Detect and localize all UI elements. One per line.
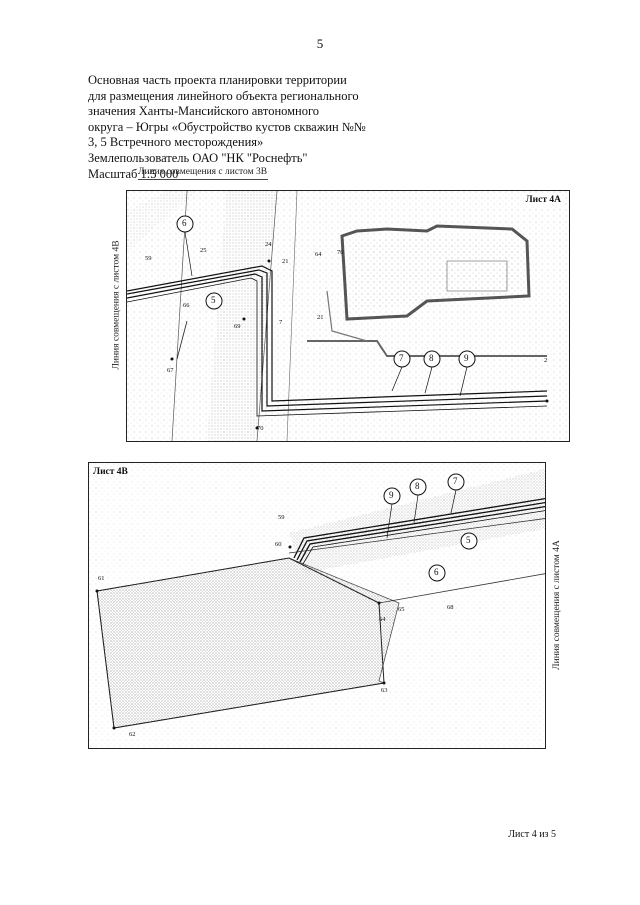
header-line: Масштаб 1:5 000 xyxy=(88,166,179,181)
point-label: 64 xyxy=(315,251,322,258)
point-label: 62 xyxy=(129,731,136,738)
point-label: 21 xyxy=(317,314,324,321)
point-label: 2 xyxy=(544,357,548,364)
circle-label: 6 xyxy=(182,218,187,228)
sheet-label-4b: Лист 4В xyxy=(93,467,128,477)
header-line: Основная часть проекта планировки террит… xyxy=(88,73,347,87)
point-label: 65 xyxy=(398,606,405,613)
circle-label: 5 xyxy=(211,295,216,305)
point-label: 63 xyxy=(381,687,388,694)
circle-label: 6 xyxy=(434,567,439,577)
sheet-label-4a: Лист 4А xyxy=(523,195,563,205)
point-label: 60 xyxy=(275,541,282,548)
map-sheet-4b-drawing xyxy=(89,463,545,748)
point-label: 59 xyxy=(278,514,285,521)
circle-label: 8 xyxy=(415,481,420,491)
point-label: 69 xyxy=(234,323,241,330)
combine-line-right-label: Линия совмещения с листом 4А xyxy=(551,540,562,670)
circle-label: 9 xyxy=(464,353,469,363)
header-line: значения Ханты-Мансийского автономного xyxy=(88,104,320,119)
combine-line-top-label: Линия совмещения с листом 3В xyxy=(138,167,268,177)
circle-label: 7 xyxy=(399,353,404,363)
page-number: 5 xyxy=(316,36,324,51)
combine-line-top xyxy=(138,179,268,180)
header-line: Землепользователь ОАО "НК "Роснефть" xyxy=(88,150,308,165)
point-label: 21 xyxy=(282,258,289,265)
map-sheet-4b: Лист 4В 9 8 7 5 6 59 60 61 65 64 68 63 6… xyxy=(88,462,546,749)
page-footer: Лист 4 из 5 xyxy=(508,829,556,840)
point-label: 70 xyxy=(257,425,264,432)
map-sheet-4a: 6 5 7 8 9 59 25 24 21 66 69 67 7 70 70 6… xyxy=(126,190,570,442)
point-label: 59 xyxy=(145,255,152,262)
point-label: 70 xyxy=(337,249,344,256)
point-label: 25 xyxy=(200,247,207,254)
point-label: 67 xyxy=(167,367,174,374)
map-sheet-4a-drawing xyxy=(127,191,569,441)
circle-label: 9 xyxy=(389,490,394,500)
circle-label: 8 xyxy=(429,353,434,363)
header-line: округа – Югры «Обустройство кустов скваж… xyxy=(88,119,366,134)
point-label: 24 xyxy=(265,241,272,248)
point-label: 66 xyxy=(183,302,190,309)
point-label: 7 xyxy=(279,319,283,326)
combine-line-left-label: Линия совмещения с листом 4В xyxy=(111,240,122,370)
document-header: Основная часть проекта планировки террит… xyxy=(88,73,378,182)
point-label: 61 xyxy=(98,575,105,582)
circle-label: 7 xyxy=(453,476,458,486)
circle-label: 5 xyxy=(466,535,471,545)
point-label: 64 xyxy=(379,616,386,623)
header-line: для размещения линейного объекта региона… xyxy=(88,88,359,103)
point-label: 68 xyxy=(447,604,454,611)
header-line: 3, 5 Встречного месторождения» xyxy=(88,135,264,150)
